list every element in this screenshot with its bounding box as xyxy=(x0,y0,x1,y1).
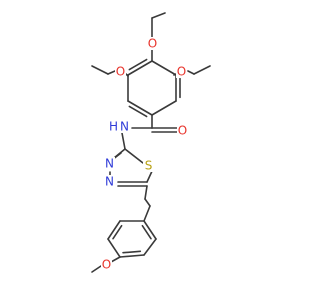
bond-benzene xyxy=(127,100,153,116)
bond-phenyl-double xyxy=(112,224,123,240)
bond-benzene-double xyxy=(128,58,148,71)
bond-benzene-double xyxy=(128,105,148,118)
bond-ethyl-left xyxy=(91,65,109,75)
atom-bg xyxy=(101,258,112,271)
atom-n-ring-1: N xyxy=(105,157,114,171)
atom-o-top: O xyxy=(148,37,157,51)
atom-nh: N xyxy=(120,120,129,134)
bond-amide-ring xyxy=(121,132,126,150)
atom-bg xyxy=(143,159,154,172)
atom-bg xyxy=(176,65,187,78)
atom-o-carbonyl: O xyxy=(178,124,187,138)
bond-benzene xyxy=(151,100,177,116)
atom-bg xyxy=(177,124,188,137)
bond-ethyl-left xyxy=(107,70,116,75)
bond-benzyl xyxy=(144,185,148,200)
atom-nh-h: H xyxy=(109,120,118,134)
bond-phenyl xyxy=(107,238,121,258)
bond-thiadiazole xyxy=(124,148,144,164)
atom-bg xyxy=(115,65,126,78)
bond-ethyl-right xyxy=(187,70,195,75)
bond-phenyl xyxy=(107,220,121,240)
molecule-structure: O O O O H N S N N O xyxy=(91,12,211,273)
atom-s-ring: S xyxy=(145,159,153,173)
atom-label-layer: O O O O H N S N N O xyxy=(101,37,188,272)
bond-methyl xyxy=(91,265,102,273)
bond-methoxy xyxy=(110,256,121,263)
molecule-canvas: O O O O H N S N N O xyxy=(91,12,211,273)
atom-bg xyxy=(107,120,131,133)
atom-o-right: O xyxy=(177,65,186,79)
bond-layer xyxy=(91,12,211,273)
bond-phenyl xyxy=(119,254,145,258)
bond-benzene xyxy=(151,60,177,76)
bond-ethyl-top xyxy=(151,12,166,19)
bond-benzyl xyxy=(143,205,151,222)
bond-benzyl xyxy=(144,198,151,207)
bond-phenyl-double xyxy=(141,224,152,240)
atom-bg xyxy=(104,175,115,188)
bond-benzene xyxy=(127,60,153,76)
atom-bg xyxy=(147,37,158,50)
bond-phenyl xyxy=(143,220,157,240)
atom-o-methoxy: O xyxy=(102,258,111,272)
atom-o-left: O xyxy=(116,65,125,79)
atom-n-ring-2: N xyxy=(105,175,114,189)
bond-ethyl-right xyxy=(193,65,211,75)
bond-phenyl xyxy=(143,238,157,256)
bond-phenyl-double xyxy=(122,250,142,254)
atom-bg xyxy=(104,157,115,170)
